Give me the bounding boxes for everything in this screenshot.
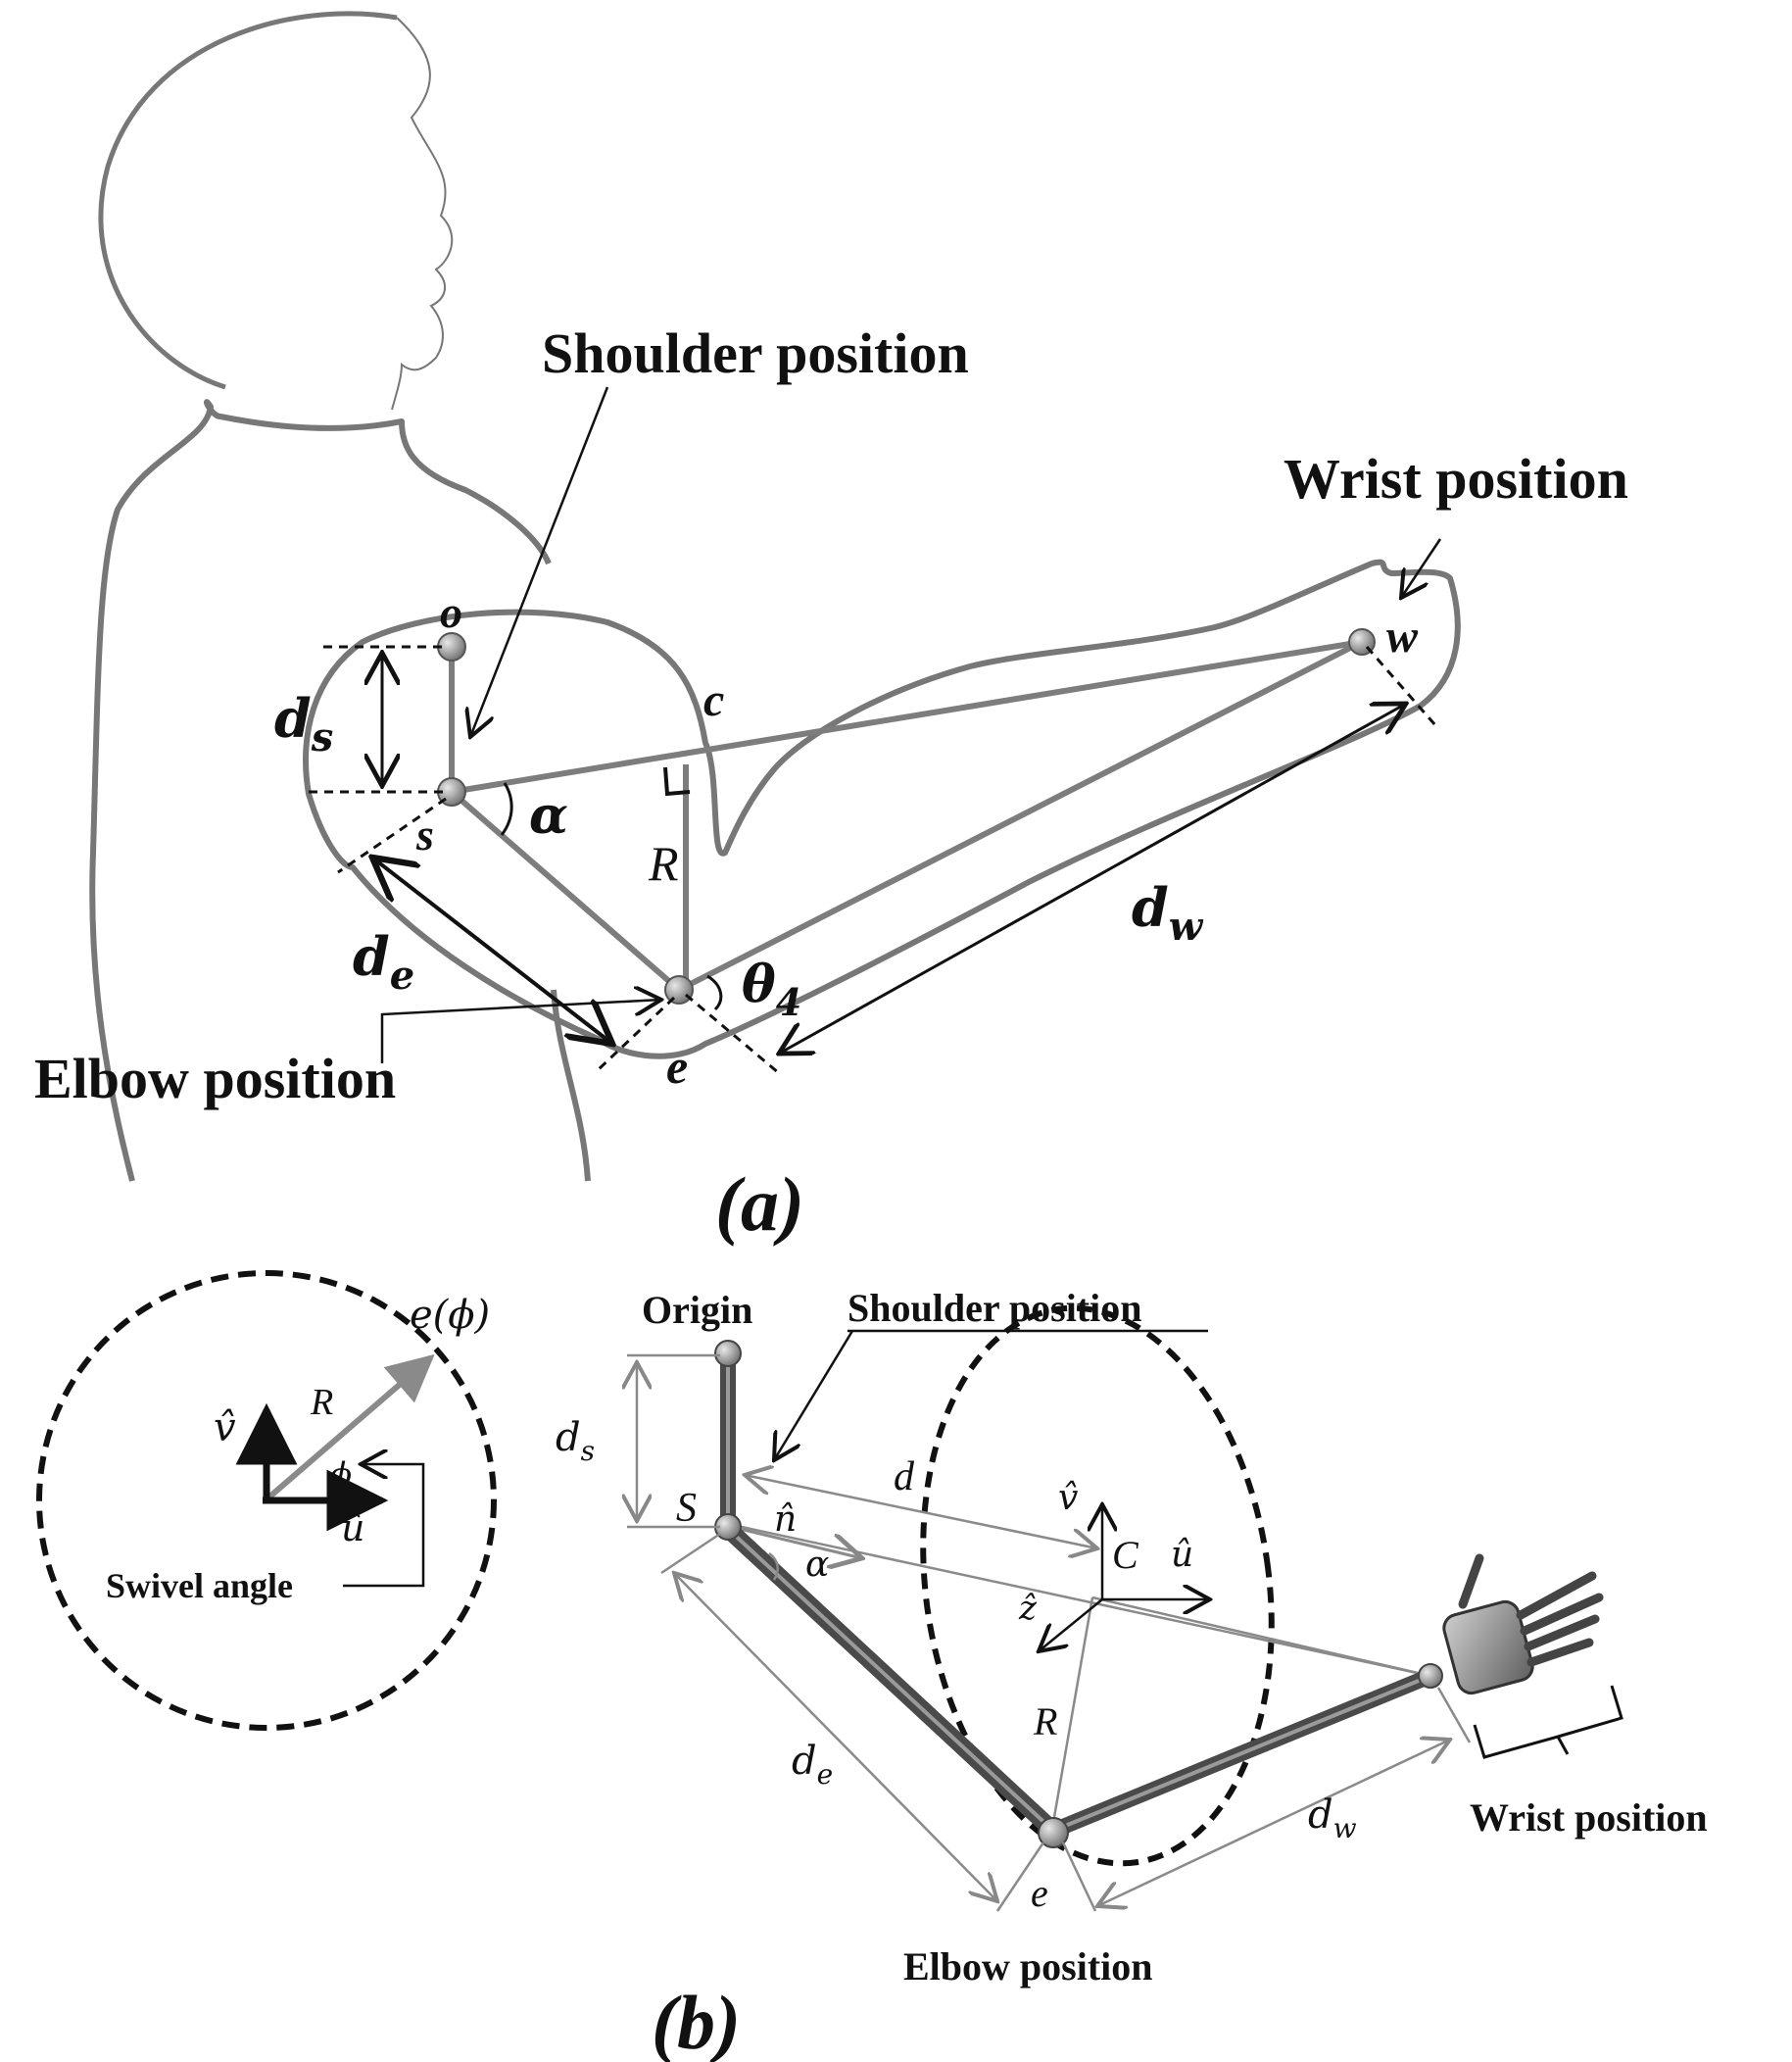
b-v-hat-label: v̂ [1058,1478,1078,1518]
panel-a: Shoulder position Wrist position Elbow p… [34,11,1628,1247]
dw-label: dw [1132,876,1204,950]
b-d-label: d [894,1454,915,1499]
wrist-brace [1473,1685,1623,1759]
b-alpha-label: α [805,1545,829,1585]
radius-vector [265,1353,435,1502]
ds-label: ds [274,687,333,761]
ds-dimension [309,645,446,794]
b-shoulder-position-label: Shoulder position [848,1286,1142,1330]
b-ds-symbol: d [556,1415,581,1460]
d-dimension [745,1475,1097,1548]
b-shoulder-pointer-arrow [774,1330,854,1460]
alpha-arc [500,782,513,836]
point-e-label: e [666,1039,688,1094]
arm-outline [303,559,1461,1059]
b-de-symbol: d [792,1739,817,1784]
panel-b-caption: (b) [652,1980,741,2062]
panel-b: e(ϕ) R v̂ û ϕ Swivel angle [36,1270,1708,2062]
elbow-position-label: Elbow position [34,1047,396,1110]
robot-joint-elbow [1038,1817,1069,1848]
b-radius-label: R [1033,1699,1057,1743]
inset-u-hat-label: û [341,1506,364,1549]
origin-label: Origin [642,1288,752,1332]
e-phi-label: e(ϕ) [410,1293,490,1338]
dw-dimension [685,646,1437,1075]
local-frame-c [1039,1504,1210,1651]
robot-joint-origin [714,1340,742,1367]
b-z-hat-label: ẑ [1018,1589,1038,1628]
swivel-angle-label: Swivel angle [106,1566,293,1605]
b-ds-subscript: s [581,1435,595,1467]
dw-symbol: d [1132,876,1169,939]
radius-label: R [648,836,679,891]
de-subscript: e [390,953,414,999]
head-outline [98,11,454,411]
b-wrist-position-label: Wrist position [1470,1795,1708,1840]
b-elbow-position-label: Elbow position [903,1944,1153,1988]
right-angle-marker [663,766,691,797]
point-o-label: o [440,587,462,637]
alpha-label: α [529,786,568,846]
b-alpha-arc [768,1551,779,1581]
phi-label: ϕ [329,1455,352,1495]
inset-radius-label: R [310,1382,333,1423]
n-hat-vector [739,1527,862,1558]
joint-o [437,632,466,662]
b-ds-dimension [627,1353,720,1529]
shoulder-pointer-arrow [470,386,609,737]
robot-hand [1442,1553,1604,1695]
wrist-position-label: Wrist position [1283,447,1628,511]
b-u-hat-label: û [1171,1535,1193,1575]
panel-a-caption: (a) [715,1161,804,1247]
de-label: de [353,925,414,999]
guide-lines [727,1522,1431,1824]
b-de-dimension [660,1532,1045,1912]
b-n-hat-label: n̂ [774,1499,797,1540]
b-point-s-label: S [676,1486,697,1531]
b-dw-dimension [1061,1687,1472,1912]
b-ds-label: ds [556,1415,595,1467]
point-s-label: s [415,810,434,859]
point-c-label: c [703,674,724,726]
theta4-label: θ4 [742,955,801,1024]
b-de-label: de [792,1739,833,1791]
inset-v-hat-label: v̂ [214,1405,236,1450]
swivel-angle-leader [343,1464,425,1588]
theta-subscript: 4 [776,980,801,1024]
ds-subscript: s [311,714,334,761]
swivel-circle-inset: e(ϕ) R v̂ û ϕ Swivel angle [36,1270,497,1731]
b-dw-symbol: d [1308,1792,1333,1838]
shoulder-position-label: Shoulder position [542,321,969,385]
dw-subscript: w [1169,904,1204,950]
b-dw-subscript: w [1333,1812,1357,1844]
arm-skeleton [449,639,1364,993]
elbow-pointer-arrow [380,1000,661,1063]
swivel-ellipse [920,1304,1275,1867]
robot-joint-wrist [1418,1663,1443,1689]
joint-e [664,975,694,1005]
b-dw-label: dw [1308,1792,1357,1844]
b-de-subscript: e [817,1758,834,1791]
theta4-arc [706,974,723,1011]
wrist-pointer-arrow [1401,538,1442,598]
b-point-e-label: e [1031,1871,1048,1915]
ds-symbol: d [274,687,312,750]
b-point-c-label: C [1112,1533,1139,1577]
theta-symbol: θ [742,955,776,1014]
point-w-label: w [1386,611,1419,663]
de-symbol: d [353,925,390,988]
